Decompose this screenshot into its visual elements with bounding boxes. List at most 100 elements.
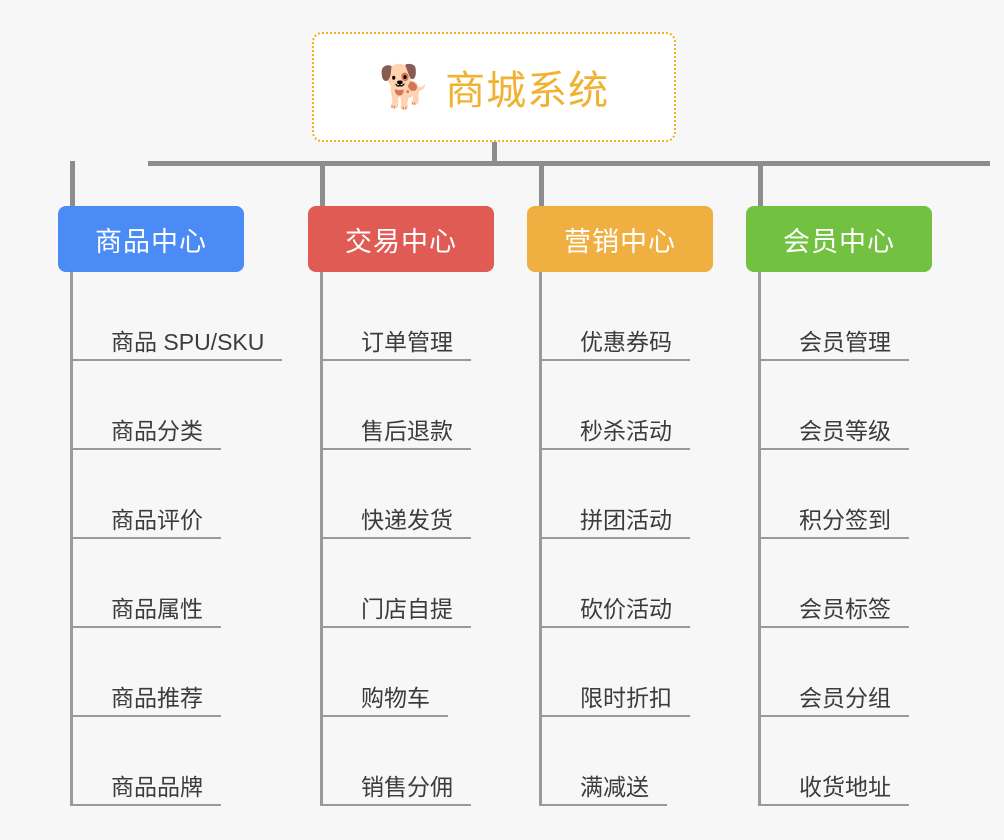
leaf-item[interactable]: 限时折扣 (539, 628, 690, 717)
connector-root-stem (492, 142, 497, 164)
leaf-item-underline (542, 537, 690, 539)
leaf-item-underline (73, 448, 221, 450)
leaf-item-underline (761, 537, 909, 539)
leaf-item-label: 商品评价 (111, 506, 203, 533)
leaf-item[interactable]: 商品推荐 (70, 628, 282, 717)
leaf-item-label: 订单管理 (361, 328, 453, 355)
leaf-item-body: 商品分类 (73, 417, 221, 450)
leaf-item-label: 商品分类 (111, 417, 203, 444)
leaf-item-body: 拼团活动 (542, 506, 690, 539)
leaf-item-body: 购物车 (323, 684, 448, 717)
leaf-item-body: 商品 SPU/SKU (73, 328, 283, 361)
leaf-item-body: 会员管理 (761, 328, 909, 361)
leaf-item-label: 商品 SPU/SKU (111, 328, 265, 355)
leaf-item[interactable]: 满减送 (539, 717, 690, 806)
shiba-inu-dog-face-icon: 🐕 (378, 63, 432, 110)
leaf-item[interactable]: 门店自提 (320, 539, 471, 628)
leaf-item-body: 会员等级 (761, 418, 909, 450)
leaf-item[interactable]: 拼团活动 (539, 450, 690, 539)
category-card-label: 营销中心 (564, 226, 676, 257)
category-card-label: 会员中心 (783, 226, 895, 257)
leaf-item-body: 商品属性 (73, 596, 221, 628)
leaf-item-body: 砍价活动 (542, 595, 690, 628)
leaf-item-underline (73, 715, 221, 717)
leaf-spine-member-center (758, 272, 761, 806)
leaf-item[interactable]: 积分签到 (758, 450, 909, 539)
leaf-item-label: 购物车 (361, 684, 430, 711)
leaf-item[interactable]: 销售分佣 (320, 717, 471, 806)
leaf-item-label: 快递发货 (361, 506, 453, 533)
root-node-mall-system[interactable]: 🐕 商城系统 (312, 32, 676, 142)
leaf-item-label: 优惠券码 (580, 328, 672, 355)
leaf-column-marketing-center: 优惠券码秒杀活动拼团活动砍价活动限时折扣满减送 (539, 272, 690, 806)
leaf-item-underline (542, 359, 690, 361)
leaf-spine-marketing-center (539, 272, 542, 806)
category-card-marketing-center[interactable]: 营销中心 (527, 206, 713, 272)
leaf-item[interactable]: 秒杀活动 (539, 361, 690, 450)
leaf-item-label: 秒杀活动 (580, 417, 672, 444)
leaf-item-underline (323, 715, 448, 717)
leaf-item-label: 会员分组 (799, 684, 891, 711)
leaf-item-body: 商品推荐 (73, 684, 221, 717)
leaf-item-label: 门店自提 (361, 595, 453, 622)
leaf-item-label: 积分签到 (799, 506, 891, 533)
leaf-item[interactable]: 优惠券码 (539, 272, 690, 361)
leaf-item-underline (542, 715, 690, 717)
leaf-item[interactable]: 砍价活动 (539, 539, 690, 628)
leaf-item-underline (542, 626, 690, 628)
leaf-item-underline (323, 537, 471, 539)
leaf-item[interactable]: 收货地址 (758, 717, 909, 806)
leaf-item[interactable]: 商品分类 (70, 361, 282, 450)
leaf-item-underline (323, 448, 471, 450)
leaf-item-label: 售后退款 (361, 417, 453, 444)
leaf-item[interactable]: 会员管理 (758, 272, 909, 361)
leaf-item[interactable]: 商品评价 (70, 450, 282, 539)
connector-horizontal-bus (148, 161, 990, 166)
leaf-item[interactable]: 快递发货 (320, 450, 471, 539)
category-card-member-center[interactable]: 会员中心 (746, 206, 932, 272)
leaf-item-underline (323, 804, 471, 806)
leaf-item-body: 售后退款 (323, 417, 471, 450)
leaf-item-body: 快递发货 (323, 506, 471, 539)
leaf-item-label: 收货地址 (799, 773, 891, 800)
category-card-label: 商品中心 (95, 226, 207, 257)
leaf-column-member-center: 会员管理会员等级积分签到会员标签会员分组收货地址 (758, 272, 909, 806)
leaf-item-underline (323, 359, 471, 361)
leaf-item[interactable]: 会员分组 (758, 628, 909, 717)
connector-drop-product-center (70, 161, 75, 209)
leaf-item-underline (323, 626, 471, 628)
connector-drop-member-center (758, 161, 763, 209)
leaf-item-underline (542, 448, 690, 450)
leaf-item-body: 优惠券码 (542, 328, 690, 361)
leaf-item-underline (761, 804, 909, 806)
leaf-item-underline (761, 448, 909, 450)
leaf-item-body: 秒杀活动 (542, 417, 690, 450)
leaf-item[interactable]: 购物车 (320, 628, 471, 717)
leaf-item-label: 限时折扣 (580, 684, 672, 711)
leaf-item-body: 订单管理 (323, 328, 471, 361)
leaf-spine-trade-center (320, 272, 323, 806)
leaf-item-label: 满减送 (580, 773, 649, 800)
leaf-item[interactable]: 订单管理 (320, 272, 471, 361)
leaf-item[interactable]: 商品属性 (70, 539, 282, 628)
leaf-item-label: 商品推荐 (111, 684, 203, 711)
leaf-item-underline (73, 804, 221, 806)
connector-drop-marketing-center (539, 161, 544, 209)
leaf-item-body: 收货地址 (761, 773, 909, 806)
leaf-column-trade-center: 订单管理售后退款快递发货门店自提购物车销售分佣 (320, 272, 471, 806)
leaf-item-body: 会员标签 (761, 596, 909, 628)
leaf-item[interactable]: 会员标签 (758, 539, 909, 628)
leaf-column-product-center: 商品 SPU/SKU 商品分类商品评价商品属性商品推荐商品品牌 (70, 272, 283, 806)
leaf-item-label: 拼团活动 (580, 506, 672, 533)
category-card-product-center[interactable]: 商品中心 (58, 206, 244, 272)
leaf-item[interactable]: 售后退款 (320, 361, 471, 450)
leaf-item-body: 满减送 (542, 773, 667, 806)
leaf-item-underline (73, 537, 221, 539)
leaf-item[interactable]: 会员等级 (758, 361, 909, 450)
leaf-item[interactable]: 商品 SPU/SKU (70, 272, 283, 361)
leaf-item-label: 会员管理 (799, 328, 891, 355)
leaf-item-label: 砍价活动 (580, 595, 672, 622)
category-card-trade-center[interactable]: 交易中心 (308, 206, 494, 272)
leaf-item[interactable]: 商品品牌 (70, 717, 282, 806)
leaf-item-body: 门店自提 (323, 595, 471, 628)
